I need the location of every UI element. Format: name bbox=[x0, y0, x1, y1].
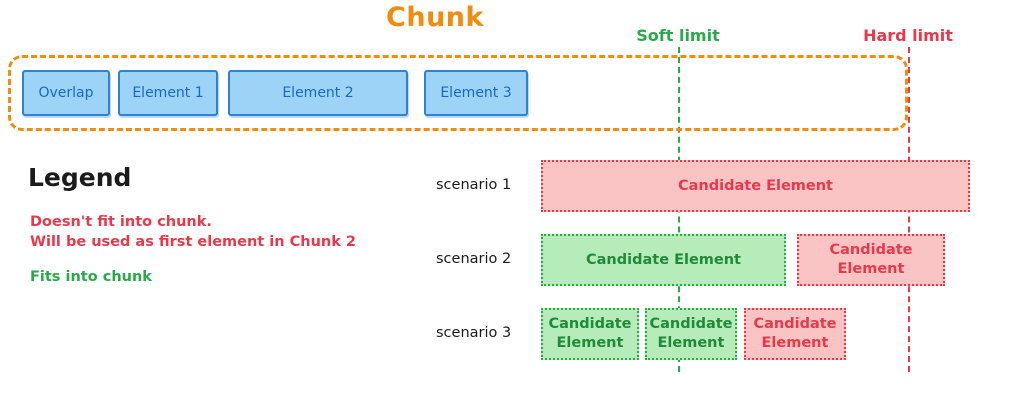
chunk-title: Chunk bbox=[386, 2, 484, 33]
candidate-element-label: Candidate Element bbox=[586, 251, 741, 268]
legend-doesnt-fit-text: Doesn't fit into chunk. Will be used as … bbox=[30, 214, 357, 250]
candidate-element-box: Candidate Element bbox=[645, 308, 737, 360]
candidate-element-box: Candidate Element bbox=[797, 234, 945, 286]
chunk-element-box: Element 2 bbox=[228, 70, 408, 116]
candidate-element-label: Candidate Element bbox=[548, 316, 632, 351]
chunk-element-label: Overlap bbox=[38, 85, 94, 101]
legend-title: Legend bbox=[28, 163, 132, 192]
scenario-2-label: scenario 2 bbox=[436, 251, 512, 267]
candidate-element-box: Candidate Element bbox=[744, 308, 846, 360]
chunk-element-label: Element 3 bbox=[440, 85, 512, 101]
legend-fits-text: Fits into chunk bbox=[30, 269, 152, 285]
chunk-element-label: Element 2 bbox=[282, 85, 354, 101]
candidate-element-label: Candidate Element bbox=[753, 316, 837, 351]
candidate-element-box: Candidate Element bbox=[541, 308, 639, 360]
chunk-element-box: Element 1 bbox=[118, 70, 218, 116]
chunk-element-box: Element 3 bbox=[424, 70, 528, 116]
scenario-1-label: scenario 1 bbox=[436, 177, 512, 193]
candidate-element-box: Candidate Element bbox=[541, 234, 786, 286]
candidate-element-box: Candidate Element bbox=[541, 160, 970, 212]
hard-limit-label: Hard limit bbox=[863, 26, 953, 45]
chunk-container bbox=[8, 55, 908, 131]
scenario-3-label: scenario 3 bbox=[436, 325, 512, 341]
soft-limit-label: Soft limit bbox=[636, 26, 720, 45]
chunk-element-box: Overlap bbox=[22, 70, 110, 116]
candidate-element-label: Candidate Element bbox=[678, 177, 833, 194]
chunk-element-label: Element 1 bbox=[132, 85, 204, 101]
candidate-element-label: Candidate Element bbox=[649, 316, 733, 351]
candidate-element-label: Candidate Element bbox=[829, 242, 913, 277]
